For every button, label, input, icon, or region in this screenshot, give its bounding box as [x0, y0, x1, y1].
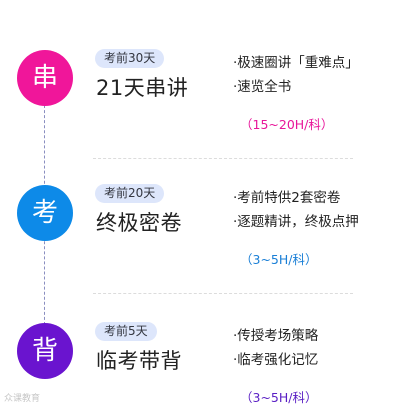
feature-item: ·逐题精讲，终极点押 [233, 214, 359, 230]
hours-per-subject: （3~5H/科） [240, 252, 318, 267]
hours-per-subject: （15~20H/科） [240, 117, 334, 132]
stage-features: ·极速圈讲「重难点」 ·速览全书 [233, 51, 359, 99]
stage-final-papers: 考 考前20天 终极密卷 ·考前特供2套密卷 ·逐题精讲，终极点押 （3~5H/… [0, 145, 402, 275]
stage-features: ·考前特供2套密卷 ·逐题精讲，终极点押 [233, 186, 359, 234]
stage-divider [93, 158, 353, 159]
stage-icon-bei: 背 [17, 323, 73, 379]
stage-icon-chuan: 串 [17, 50, 73, 106]
stage-divider [93, 293, 353, 294]
hours-per-subject: （3~5H/科） [240, 390, 318, 405]
stage-review-lectures: 串 考前30天 21天串讲 ·极速圈讲「重难点」 ·速览全书 （15~20H/科… [0, 10, 402, 140]
time-badge: 考前5天 [95, 322, 157, 341]
stage-title: 21天串讲 [96, 76, 189, 100]
stage-title: 终极密卷 [96, 211, 182, 235]
feature-item: ·临考强化记忆 [233, 352, 319, 368]
watermark-logo: 众课教育 [4, 394, 41, 404]
feature-item: ·传授考场策略 [233, 328, 319, 344]
time-badge: 考前30天 [95, 49, 165, 68]
time-badge: 考前20天 [95, 184, 165, 203]
feature-item: ·速览全书 [233, 79, 292, 95]
feature-item: ·极速圈讲「重难点」 [233, 55, 359, 71]
stage-features: ·传授考场策略 ·临考强化记忆 [233, 324, 318, 372]
stage-memorization: 背 考前5天 临考带背 ·传授考场策略 ·临考强化记忆 （3~5H/科） [0, 283, 402, 409]
feature-item: ·考前特供2套密卷 [233, 190, 341, 206]
stage-icon-kao: 考 [17, 185, 73, 241]
stage-title: 临考带背 [96, 349, 182, 373]
